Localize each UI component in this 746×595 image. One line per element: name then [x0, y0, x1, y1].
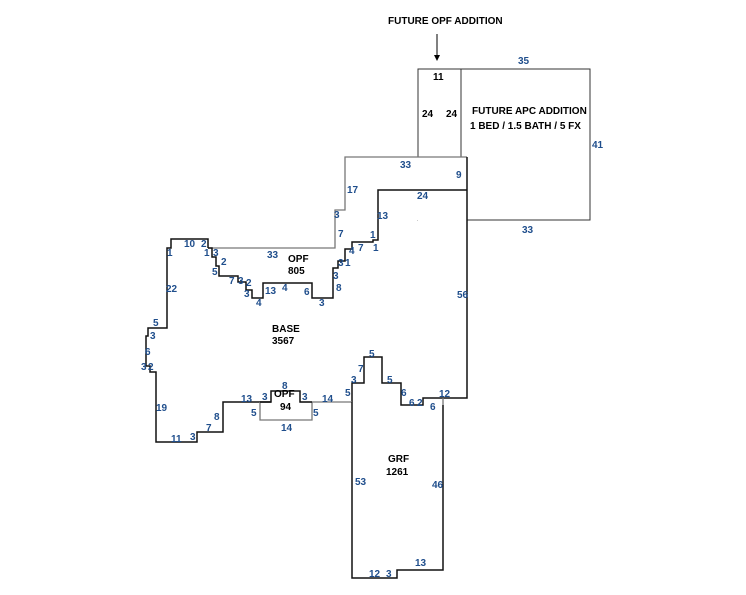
dimension-label: 7 — [229, 276, 235, 287]
dimension-label: 3 — [190, 432, 196, 443]
dimension-label: 14 — [322, 394, 334, 405]
dimension-label: 1 — [204, 248, 210, 259]
dimension-label: 5 — [212, 267, 218, 278]
dimension-label: 8 — [282, 381, 288, 392]
future-apc-label: FUTURE APC ADDITION — [472, 106, 587, 117]
dimension-label: 13 — [415, 558, 427, 569]
dimension-label: 3 — [333, 271, 339, 282]
area-value: 94 — [280, 402, 292, 413]
dimension-label: 33 — [400, 160, 412, 171]
dimension-label: 9 — [456, 170, 462, 181]
dimension-label: 12 — [369, 569, 381, 580]
dimension-label: 6 — [409, 398, 415, 409]
dimension-label: 7 — [358, 243, 364, 254]
dimension-label: 41 — [592, 140, 604, 151]
opf-94-outline — [259, 402, 313, 421]
dimension-label: 7 — [358, 364, 364, 375]
opf-805-outline — [208, 156, 467, 249]
dimension-label: 33 — [522, 225, 534, 236]
dimension-label: 3 — [386, 569, 392, 580]
dimension-label: 3 — [141, 362, 147, 373]
dimension-label: 3 — [262, 392, 268, 403]
dimension-label: 3 — [319, 298, 325, 309]
dimension-label: 24 — [417, 191, 429, 202]
dimension-label: 7 — [338, 229, 344, 240]
dimension-label: 2 — [246, 278, 252, 289]
dimension-label: 1 — [345, 258, 351, 269]
dimension-label: 17 — [347, 185, 359, 196]
dimension-label: 12 — [439, 389, 451, 400]
dimension-label: 35 — [518, 56, 530, 67]
dimension-label: 6 — [145, 347, 151, 358]
base-outline-left — [145, 238, 271, 443]
dimension-label: 2 — [221, 257, 227, 268]
area-name: BASE — [272, 324, 300, 335]
dim: 11 — [433, 72, 444, 83]
dimension-label: 11 — [171, 434, 182, 445]
area-value: 1261 — [386, 467, 409, 478]
dimension-label: 3 — [150, 331, 156, 342]
future-opf-label: FUTURE OPF ADDITION — [388, 16, 503, 27]
area-value: 805 — [288, 266, 305, 277]
opf-94-top — [260, 390, 312, 403]
dimension-label: 10 — [184, 239, 196, 250]
base-outline-right — [351, 157, 468, 406]
dimension-label: 1 — [373, 243, 379, 254]
dimension-label: 6 — [401, 388, 407, 399]
area-name: OPF — [288, 254, 309, 265]
area-value: 3567 — [272, 336, 295, 347]
dimension-label: 5 — [313, 408, 319, 419]
dimension-label: 53 — [355, 477, 367, 488]
future-apc-detail: 1 BED / 1.5 BATH / 5 FX — [470, 121, 581, 132]
dimension-label: 4 — [282, 283, 288, 294]
dimension-label: 7 — [206, 423, 212, 434]
dimension-label: 2 — [201, 239, 207, 250]
future-apc-outline — [417, 68, 591, 221]
dim: 24 — [446, 109, 458, 120]
dimension-label: 46 — [432, 480, 444, 491]
dimension-label: 3 — [244, 289, 250, 300]
dimension-label: 6 — [430, 402, 436, 413]
dimension-label: 8 — [214, 412, 220, 423]
dimension-label: 56 — [457, 290, 469, 301]
dimension-label: 13 — [265, 286, 277, 297]
grf-outline — [351, 402, 444, 579]
dimension-label: 8 — [336, 283, 342, 294]
dimension-label: 33 — [267, 250, 279, 261]
dimension-label: 3 — [338, 258, 344, 269]
dimension-label: 22 — [166, 284, 178, 295]
dimension-label: 1 — [167, 248, 173, 259]
dimension-label: 3 — [351, 375, 357, 386]
dimension-label: 3 — [302, 392, 308, 403]
dimension-label: 13 — [377, 211, 389, 222]
dimension-label: 3 — [213, 248, 219, 259]
dimension-label: 14 — [281, 423, 293, 434]
dimension-label: 2 — [417, 398, 423, 409]
dimension-label: 13 — [241, 394, 253, 405]
dimension-label: 5 — [369, 349, 375, 360]
opf-805-inner-boundary — [208, 189, 467, 299]
area-name: OPF — [274, 389, 295, 400]
dimension-label: 5 — [251, 408, 257, 419]
dimension-label: 5 — [153, 318, 159, 329]
dimension-label: 2 — [148, 362, 154, 373]
dimension-label: 6 — [304, 287, 310, 298]
dimension-label: 3 — [334, 210, 340, 221]
dimension-label: 1 — [370, 230, 376, 241]
arrow-head-icon — [434, 55, 440, 61]
area-name: GRF — [388, 454, 409, 465]
dimension-label: 4 — [349, 246, 355, 257]
dimension-label: 5 — [345, 388, 351, 399]
dimension-label: 19 — [156, 403, 168, 414]
dimension-label: 5 — [387, 375, 393, 386]
dim: 24 — [422, 109, 434, 120]
dimension-label: 4 — [256, 298, 262, 309]
dimension-label: 3 — [238, 276, 244, 287]
